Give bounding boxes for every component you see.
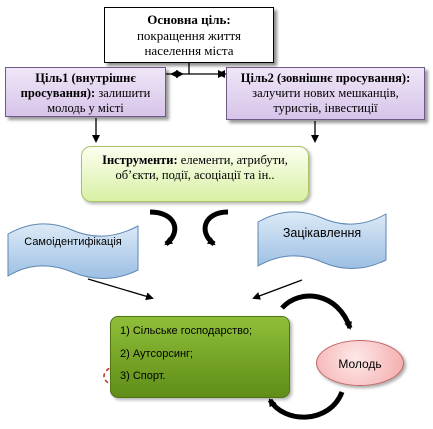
interest-wave bbox=[257, 211, 387, 270]
tools-title: Інструменти: bbox=[102, 153, 178, 167]
curved-arrow-right bbox=[202, 209, 229, 246]
tools-box: Інструменти: елементи, атрибути, об’єкти… bbox=[81, 146, 309, 202]
goal1-box: Ціль1 (внутрішнє просування): залишити м… bbox=[5, 67, 166, 117]
main-goal-title: Основна ціль: bbox=[147, 12, 231, 27]
action-item-agriculture: 1) Сільське господарство; bbox=[120, 325, 253, 337]
arrow-main-left bbox=[170, 63, 190, 78]
tools-text-line1: елементи, атрибути, bbox=[180, 153, 288, 167]
arrow-self-to-actions bbox=[87, 278, 154, 301]
action-item-outsourcing: 2) Аутсорсинг; bbox=[120, 348, 194, 360]
goal2-text: залучити нових мешканців, туристів, інве… bbox=[252, 86, 399, 115]
goal1-title: Ціль1 (внутрішнє просування): bbox=[20, 71, 136, 100]
self-identification-wave bbox=[7, 223, 139, 280]
curved-arrow-actions-to-youth bbox=[280, 293, 353, 330]
self-identification-label: Самоідентифікація bbox=[24, 236, 122, 248]
main-goal-line1: покращення життя bbox=[136, 27, 242, 43]
youth-ellipse: Молодь bbox=[316, 340, 404, 386]
goal1-text: залишити молодь у місті bbox=[47, 86, 151, 115]
main-goal-box: Основна ціль: покращення життя населення… bbox=[104, 7, 274, 63]
actions-box: 1) Сільське господарство; 2) Аутсорсинг;… bbox=[110, 316, 290, 398]
goal2-box: Ціль2 (зовнішнє просування): залучити но… bbox=[226, 67, 425, 120]
goal2-title: Ціль2 (зовнішнє просування): bbox=[240, 71, 411, 85]
curved-arrow-youth-to-actions bbox=[267, 390, 345, 420]
action-item-sport: 3) Спорт. bbox=[120, 370, 166, 382]
interest-label: Зацікавлення bbox=[282, 226, 362, 240]
main-goal-line2: населення міста bbox=[144, 43, 234, 59]
arrow-interest-to-actions bbox=[252, 279, 303, 300]
tools-text-line2: об’єкти, події, асоціації та ін.. bbox=[115, 168, 275, 182]
curved-arrow-left bbox=[149, 209, 178, 246]
